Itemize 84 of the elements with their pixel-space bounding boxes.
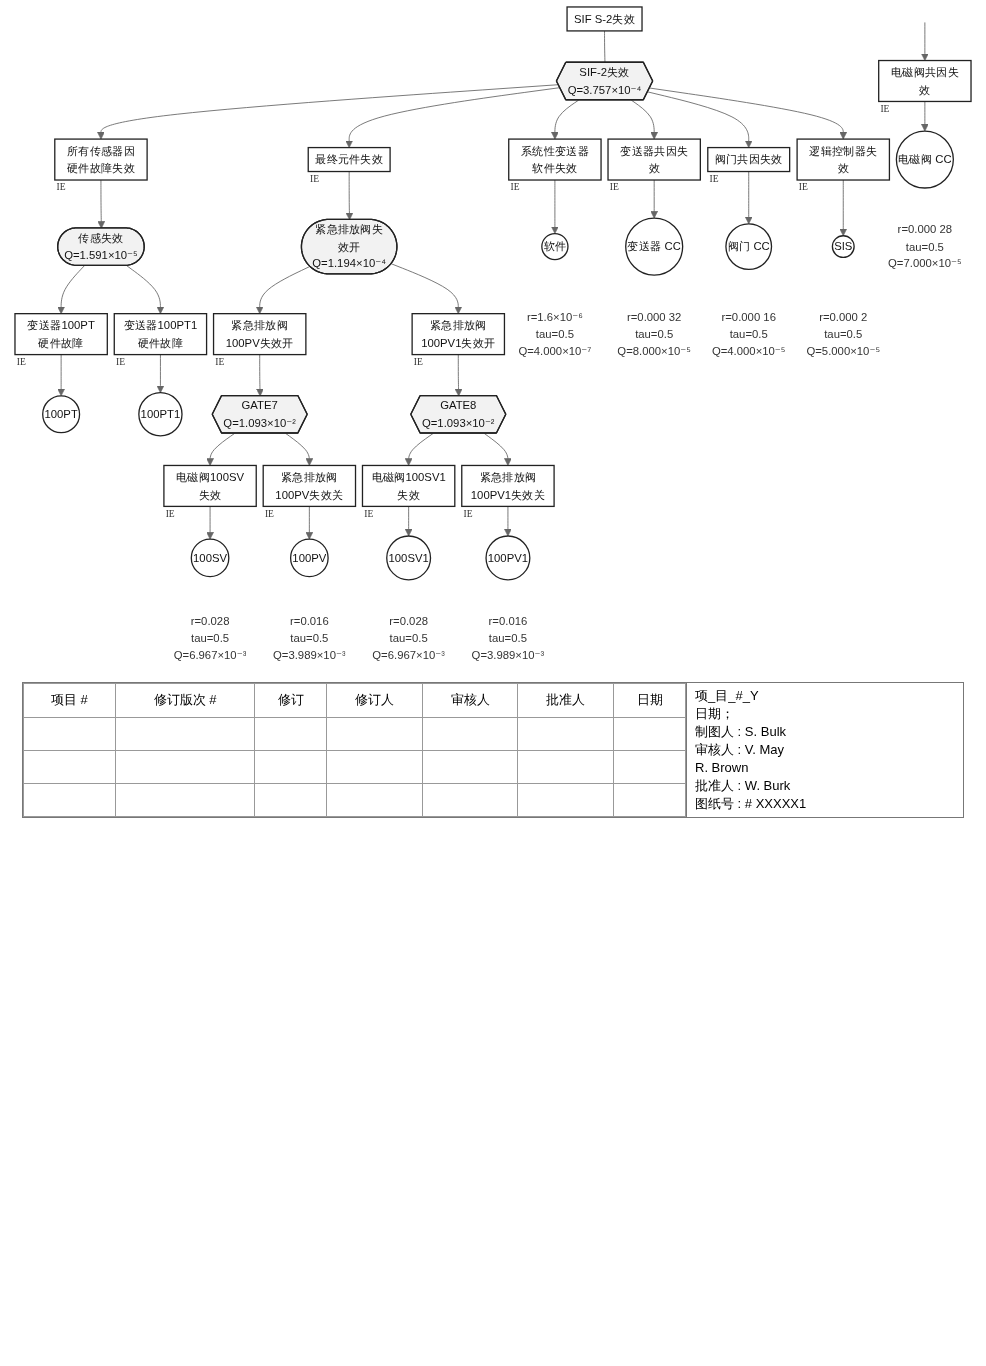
node-label: r=0.000 28 xyxy=(897,222,953,236)
title-block-text: 图纸号 : # XXXXX1 xyxy=(695,795,808,814)
node-label: Q=4.000×10⁻⁵ xyxy=(711,344,786,358)
node-label: Q=3.989×10⁻³ xyxy=(273,648,346,662)
table-header-cell: 修订版次 # xyxy=(115,683,255,718)
event-type-label: IE xyxy=(264,507,274,519)
event-type-label: IE xyxy=(165,507,175,519)
node-box: 紧急排放阀100PV1失效关 xyxy=(461,464,555,508)
node-circle: 阀门 CC xyxy=(725,223,773,271)
node-box: SIF S-2失效 xyxy=(566,6,643,32)
node-label: r=0.000 2 xyxy=(819,310,868,324)
event-type-label: IE xyxy=(413,356,423,368)
table-header-cell: 日期 xyxy=(613,683,686,718)
node-box: 紧急排放阀100PV失效开 xyxy=(212,313,307,356)
node-label: Q=6.967×10⁻³ xyxy=(173,648,247,662)
event-type-label: IE xyxy=(463,507,473,519)
node-label: Q=4.000×10⁻⁷ xyxy=(518,344,592,358)
title-block-text: 制图人 : S. Bulk xyxy=(695,723,788,742)
node-label: Q=6.967×10⁻³ xyxy=(372,648,445,662)
event-type-label: IE xyxy=(880,102,890,114)
node-label: r=0.028 xyxy=(190,614,230,628)
event-type-label: IE xyxy=(310,173,319,184)
node-circle: 100PV xyxy=(289,538,329,578)
title-block-text: 项_目_#_Y xyxy=(695,687,760,706)
node-box: 紧急排放阀100PV1失效开 xyxy=(411,313,506,356)
node-circle: 100PT xyxy=(42,395,81,434)
table-header-cell: 项目 # xyxy=(23,683,116,718)
node-label: tau=0.5 xyxy=(191,631,230,645)
event-type-label: IE xyxy=(510,181,520,193)
node-label: tau=0.5 xyxy=(290,631,329,645)
node-box: 紧急排放阀100PV失效关 xyxy=(262,464,357,508)
node-label: Q=7.000×10⁻⁵ xyxy=(888,256,962,270)
event-type-label: IE xyxy=(56,181,66,193)
node-label: r=0.016 xyxy=(290,614,329,628)
node-label: tau=0.5 xyxy=(389,631,428,645)
node-label: tau=0.5 xyxy=(905,239,944,253)
node-box: 电磁阀100SV1失效 xyxy=(361,464,456,508)
node-label: r=0.000 16 xyxy=(721,310,776,324)
node-circle: SIS xyxy=(831,235,855,259)
node-box: 电磁阀100SV失效 xyxy=(163,464,257,508)
node-box: 逻辑控制器失效 xyxy=(796,138,891,181)
node-label: tau=0.5 xyxy=(824,327,863,341)
title-block-text: R. Brown xyxy=(695,759,750,778)
title-block-text: 批准人 : W. Burk xyxy=(695,777,792,796)
node-label: Q=5.000×10⁻⁵ xyxy=(806,344,881,358)
node-label: r=0.000 32 xyxy=(626,310,682,324)
node-box: 系统性变送器软件失效 xyxy=(508,138,602,181)
node-box: 所有传感器因硬件故障失效 xyxy=(54,138,148,181)
node-circle: 100PT1 xyxy=(138,392,183,437)
node-box: 变送器100PT硬件故障 xyxy=(14,313,108,356)
event-type-label: IE xyxy=(116,356,126,368)
node-box: 最终元件失效 xyxy=(307,146,391,173)
event-type-label: IE xyxy=(609,181,619,193)
table-header-cell: 修订 xyxy=(254,683,327,718)
node-box: 变送器共因失效 xyxy=(607,138,701,181)
event-type-label: IE xyxy=(709,173,719,184)
node-label: tau=0.5 xyxy=(729,327,768,341)
node-label: r=0.028 xyxy=(389,614,428,628)
node-label: Q=8.000×10⁻⁵ xyxy=(617,344,691,358)
node-label: tau=0.5 xyxy=(535,327,574,341)
node-circle: 软件 xyxy=(541,232,569,261)
node-label: Q=3.989×10⁻³ xyxy=(471,648,545,662)
table-header-cell: 审核人 xyxy=(422,683,518,718)
node-label: r=0.016 xyxy=(488,614,528,628)
title-block-text: 日期； xyxy=(695,705,735,724)
node-circle: 100SV xyxy=(190,538,230,578)
node-label: tau=0.5 xyxy=(635,327,674,341)
node-circle: 100SV1 xyxy=(386,535,432,581)
event-type-label: IE xyxy=(215,356,225,368)
table-header-cell: 修订人 xyxy=(326,683,423,718)
node-label: tau=0.5 xyxy=(488,631,527,645)
node-circle: 100PV1 xyxy=(485,535,531,581)
event-type-label: IE xyxy=(364,507,374,519)
node-label: r=1.6×10⁻⁶ xyxy=(526,310,583,324)
event-type-label: IE xyxy=(798,181,808,193)
node-box: 变送器100PT1硬件故障 xyxy=(113,313,208,356)
table-header-cell: 批准人 xyxy=(518,683,614,718)
node-circle: 电磁阀 CC xyxy=(895,130,954,189)
title-block-text: 审核人 : V. May xyxy=(695,741,786,760)
node-box: 阀门共因失效 xyxy=(707,146,791,173)
event-type-label: IE xyxy=(16,356,26,368)
node-circle: 变送器 CC xyxy=(625,217,684,276)
node-box: 电磁阀共因失效 xyxy=(878,59,972,103)
connector xyxy=(604,30,606,64)
